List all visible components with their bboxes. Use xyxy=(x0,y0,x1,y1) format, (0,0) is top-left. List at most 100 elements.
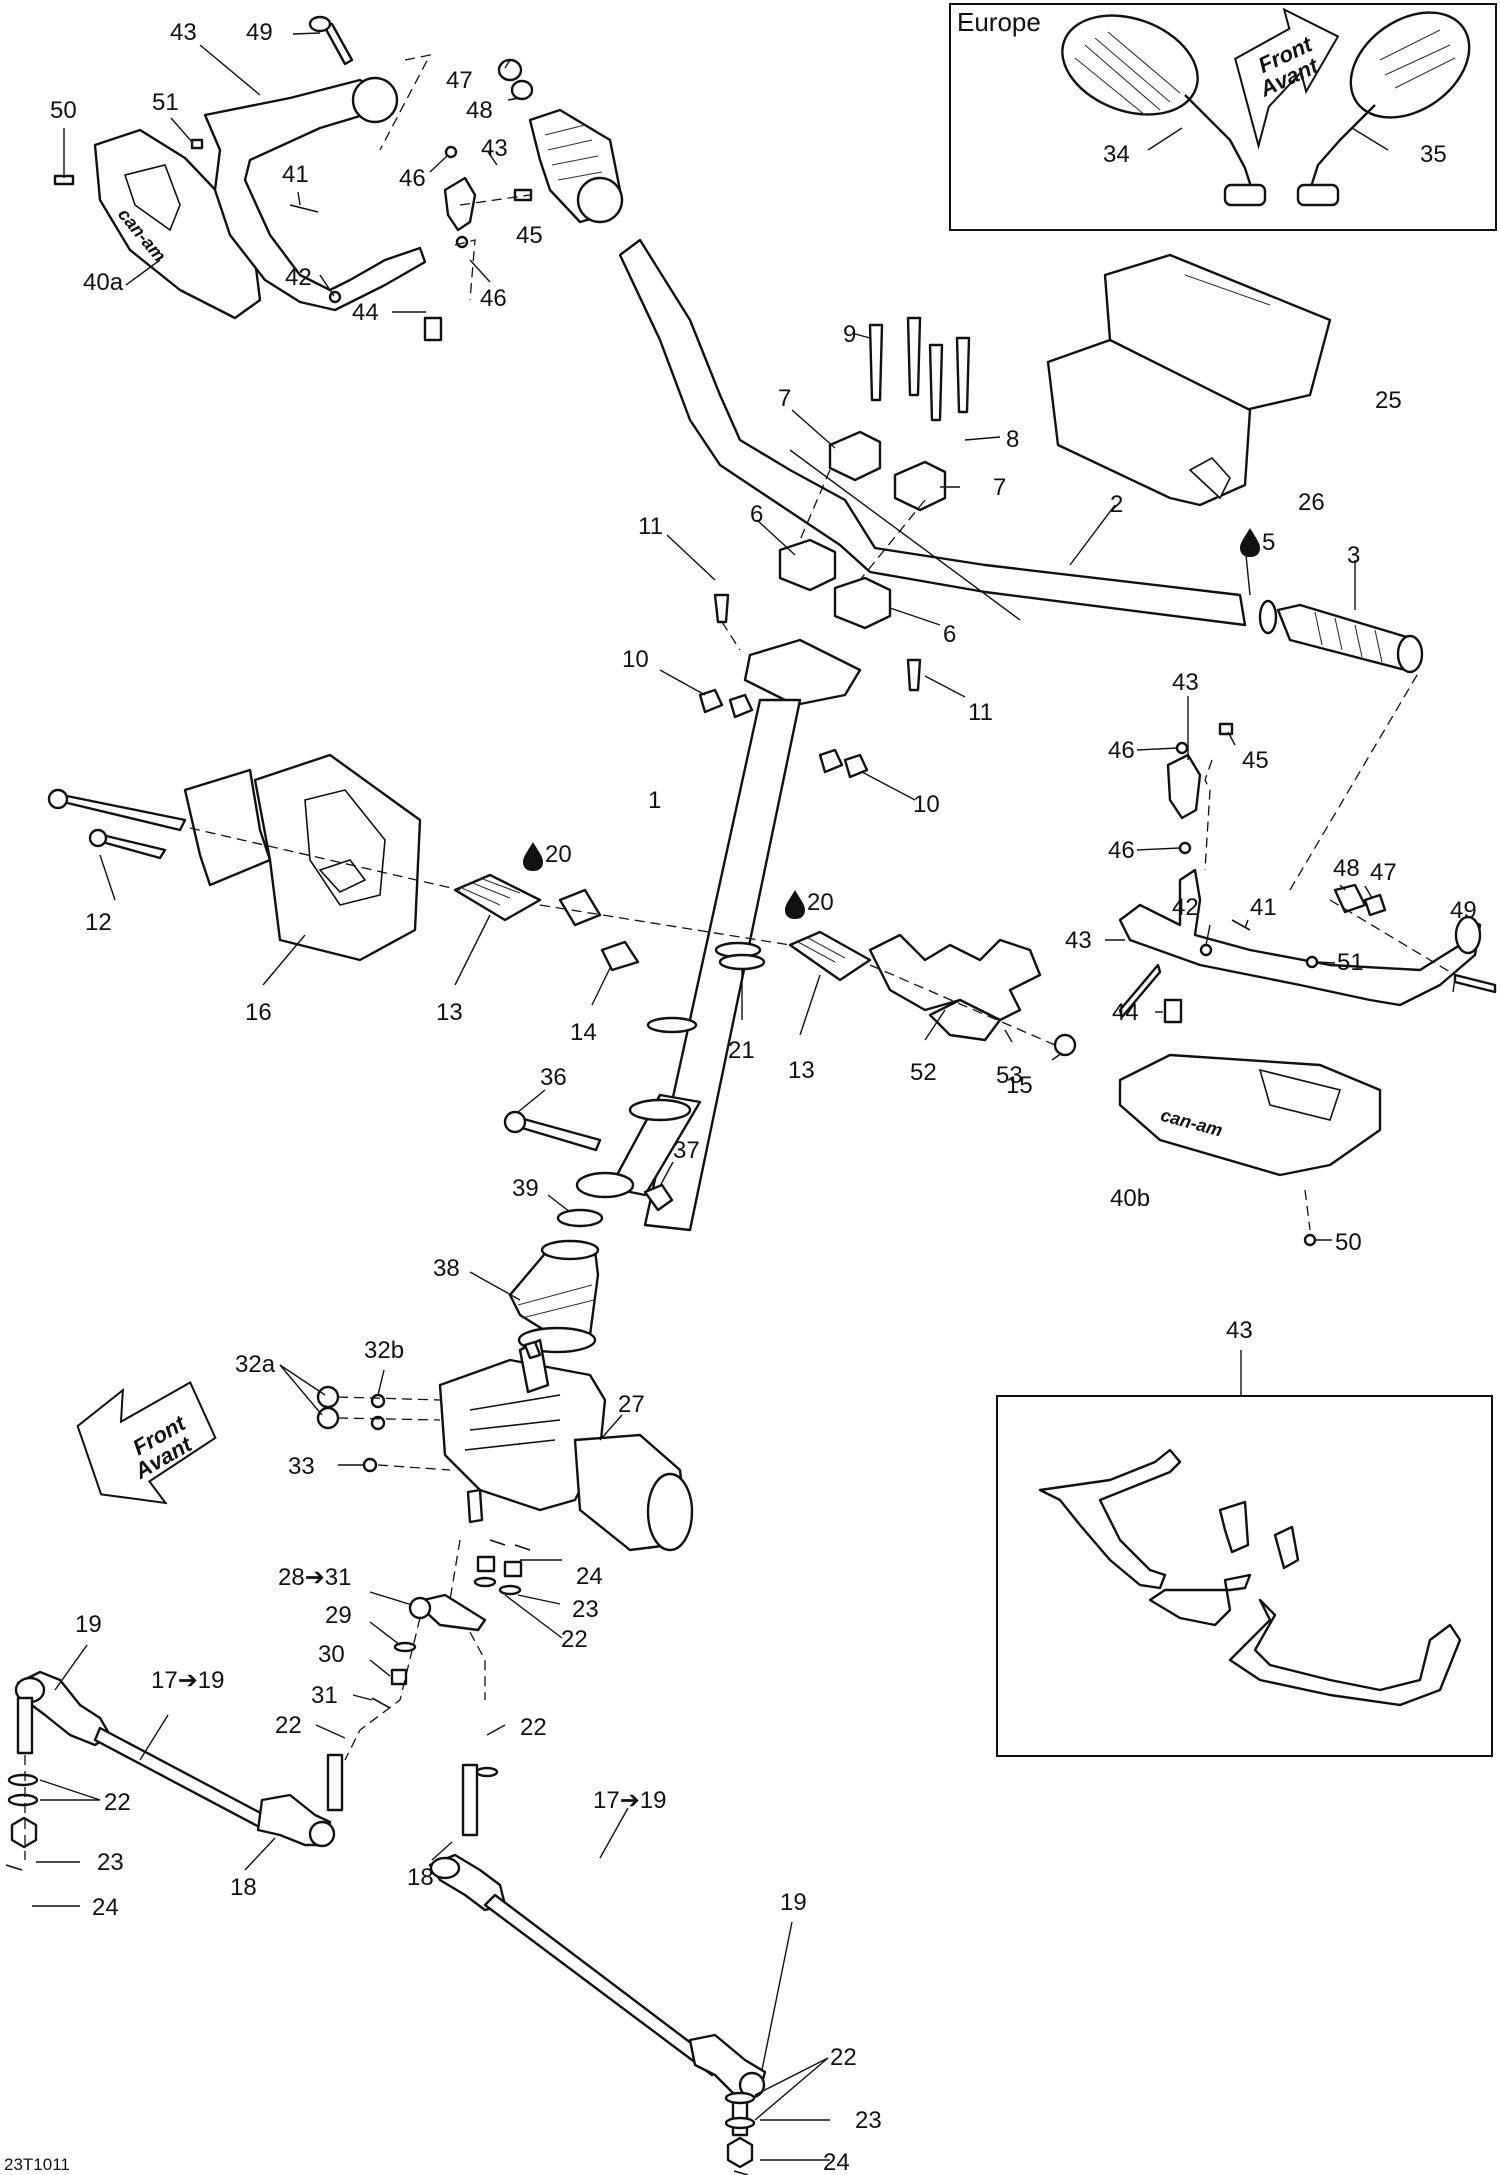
bushing-14a xyxy=(558,888,602,927)
callout-23-c: 23 xyxy=(855,2107,882,2134)
grip-3 xyxy=(1276,603,1420,672)
grease-drop-icon-3 xyxy=(785,890,805,919)
callout-48-right: 48 xyxy=(1333,855,1360,882)
callout-49-right: 49 xyxy=(1450,897,1477,924)
shaft-spline xyxy=(523,1340,542,1360)
front-arrow-main: Front Avant xyxy=(76,1381,217,1505)
leader-lines xyxy=(32,32,1456,2161)
nut-23b xyxy=(503,1560,523,1578)
europe-inset-title: Europe xyxy=(957,7,1041,37)
pin-24a xyxy=(489,1539,506,1546)
callout-39: 39 xyxy=(512,1175,539,1202)
callout-51-top: 51 xyxy=(152,89,179,116)
callout-29: 29 xyxy=(325,1602,352,1629)
lower-column-parts xyxy=(503,1110,674,1354)
ring-21c xyxy=(646,1016,698,1034)
hand-guard-bracket-inset: 43 xyxy=(996,1317,1493,1757)
callout-3: 3 xyxy=(1347,542,1360,569)
callout-7a: 7 xyxy=(778,385,791,412)
grease-drop-icon xyxy=(1240,528,1260,557)
callout-30: 30 xyxy=(318,1641,345,1668)
callout-24-b: 24 xyxy=(92,1894,119,1921)
callout-50-top: 50 xyxy=(50,97,77,124)
inset-43-title: 43 xyxy=(1226,1317,1253,1344)
callout-47-right: 47 xyxy=(1370,859,1397,886)
bolt-11b xyxy=(906,658,922,692)
upper-clamp-7b xyxy=(893,460,947,512)
callout-17-19-right: 17➔19 xyxy=(593,1787,667,1814)
front-arrow-europe: Front Avant xyxy=(1234,7,1340,150)
callout-11a: 11 xyxy=(638,513,663,540)
bolt-32a-b xyxy=(316,1406,340,1430)
nut-10b xyxy=(728,693,754,719)
callout-51-right: 51 xyxy=(1337,949,1364,976)
callout-45-top: 45 xyxy=(516,222,543,249)
callout-15: 15 xyxy=(1006,1072,1033,1099)
callout-22-e: 22 xyxy=(830,2044,857,2071)
nut-10c xyxy=(818,748,844,774)
callout-46-top-b: 46 xyxy=(480,285,507,312)
callout-24-a: 24 xyxy=(576,1563,603,1590)
handlebar-cover xyxy=(1046,253,1332,507)
europe-inset: Europe Front Avant 34 35 xyxy=(949,3,1497,231)
gearbox-fasteners xyxy=(316,1385,451,1473)
europe-inset-frame xyxy=(949,3,1497,231)
mirror-right-35 xyxy=(1296,11,1471,207)
cover-26 xyxy=(1046,338,1252,507)
riser-plate xyxy=(743,638,862,707)
callout-6a: 6 xyxy=(750,501,763,528)
nut-51b xyxy=(1305,955,1319,969)
upper-clamp-7a xyxy=(828,430,882,482)
bolt-32a-a xyxy=(316,1385,340,1409)
callout-40b: 40b xyxy=(1110,1185,1150,1212)
washer-22c xyxy=(475,1766,499,1778)
lower-clamp-6b xyxy=(833,576,892,630)
pivot-bolts xyxy=(47,788,1077,1057)
callout-36: 36 xyxy=(540,1064,567,1091)
callout-53: 53 xyxy=(996,1062,1023,1089)
handlebar-assembly xyxy=(618,238,1424,779)
callout-27: 27 xyxy=(618,1391,645,1418)
pin-24b xyxy=(514,1544,531,1551)
callout-35: 35 xyxy=(1420,141,1447,168)
pitman-arm-28 xyxy=(413,1593,487,1632)
callout-10a: 10 xyxy=(622,646,649,673)
nut-46a xyxy=(444,145,458,159)
handlebar-2 xyxy=(618,238,1247,627)
callout-44-right: 44 xyxy=(1112,999,1139,1026)
support-bracket-16 xyxy=(183,753,422,962)
callout-20a: 20 xyxy=(545,841,572,868)
nut-10a xyxy=(698,688,724,714)
nut-15 xyxy=(1053,1033,1077,1057)
tie-rod-left xyxy=(5,1670,344,1871)
steering-gearbox-27 xyxy=(438,1338,694,1552)
washer-32b-a xyxy=(370,1393,386,1409)
screw-49b xyxy=(1453,973,1497,994)
clamp-43b xyxy=(443,176,477,232)
callout-38: 38 xyxy=(433,1255,460,1282)
nut-10d xyxy=(843,753,869,779)
callout-41-right: 41 xyxy=(1250,894,1277,921)
callout-7b: 7 xyxy=(993,474,1006,501)
bushing-30 xyxy=(390,1668,408,1686)
lower-clamp-6a xyxy=(778,538,837,592)
inset-43-frame xyxy=(996,1395,1493,1757)
spacer-47a xyxy=(497,58,523,82)
washer-32b-b xyxy=(370,1415,386,1431)
callout-47-top: 47 xyxy=(446,67,473,94)
end-ring xyxy=(1258,599,1278,635)
callout-5: 5 xyxy=(1262,529,1275,556)
spacer-47b xyxy=(1363,893,1387,917)
nut-23a xyxy=(476,1555,496,1573)
callout-8: 8 xyxy=(1006,426,1019,453)
callout-31: 31 xyxy=(311,1682,338,1709)
callout-23-a: 23 xyxy=(572,1596,599,1623)
right-hand-guard-assembly: can-am xyxy=(1118,669,1497,1247)
callout-19-right: 19 xyxy=(780,1889,807,1916)
callout-labels: 43 49 50 51 41 40a 42 44 46 43 45 46 47 … xyxy=(4,19,1477,2175)
nut-51a xyxy=(190,138,204,150)
pivot-bushing-13a xyxy=(453,873,542,922)
callout-43-top: 43 xyxy=(170,19,197,46)
callout-33: 33 xyxy=(288,1453,315,1480)
nut-42b xyxy=(1199,943,1213,957)
